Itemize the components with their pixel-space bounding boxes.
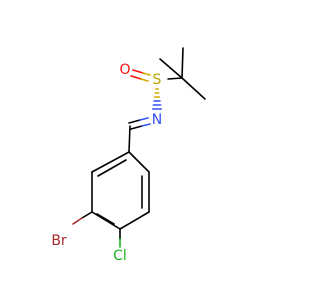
bond-sulfur-tert-butyl bbox=[167, 77, 183, 80]
bond-quaternary-carbon-methyl-top bbox=[181, 47, 184, 79]
bond-imine-double bbox=[128, 117, 151, 130]
tert-butyl-group bbox=[159, 47, 206, 100]
structure-diagram: O S N Br Cl bbox=[51, 47, 206, 264]
bond-sulfur-nitrogen-hashed-wedge bbox=[152, 88, 162, 110]
nitrogen-atom-label: N bbox=[152, 112, 162, 128]
bond-imine-carbon-ring bbox=[128, 125, 131, 153]
bond-quaternary-carbon-methyl-right bbox=[181, 77, 206, 100]
bond-ring-bromine bbox=[72, 211, 93, 225]
bond-quaternary-carbon-methyl-top-left bbox=[159, 58, 183, 79]
bromine-atom-label: Br bbox=[51, 233, 67, 249]
ring-bond-4 bbox=[91, 211, 121, 230]
chlorine-atom-label: Cl bbox=[113, 248, 127, 264]
ring-bond-6 bbox=[91, 151, 130, 173]
ring-bond-1 bbox=[128, 151, 150, 173]
sulfur-atom-label: S bbox=[153, 72, 162, 88]
ring-inner-double-bond-2 bbox=[96, 213, 115, 225]
ring-inner-double-bond-3 bbox=[97, 159, 127, 177]
ring-bond-3 bbox=[119, 211, 150, 230]
oxygen-atom-label: O bbox=[119, 62, 130, 78]
bond-sulfur-oxygen-double bbox=[130, 69, 151, 82]
benzene-ring bbox=[91, 151, 150, 230]
